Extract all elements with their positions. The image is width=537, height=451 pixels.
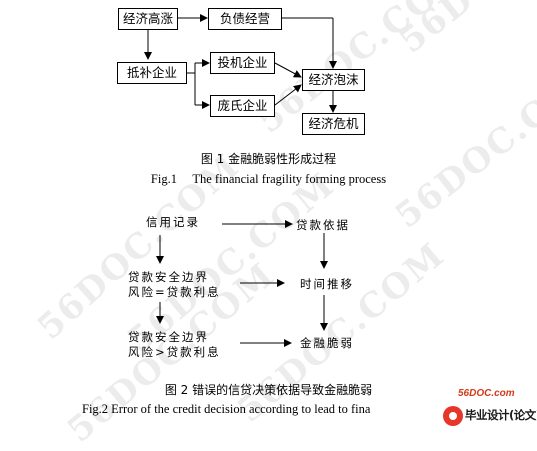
figure2-caption-en: Fig.2 Error of the credit decision accor… bbox=[82, 402, 371, 416]
site-name: 毕业设计(论文)网 bbox=[465, 408, 537, 422]
node-financial-fragility: 金融脆弱 bbox=[300, 336, 354, 350]
node-economic-bubble: 经济泡沫 bbox=[302, 69, 365, 91]
figure1-caption-cn: 图 1 金融脆弱性形成过程 bbox=[200, 152, 337, 166]
site-url[interactable]: 56DOC.com bbox=[458, 388, 515, 399]
node-collateral-firm: 抵补企业 bbox=[117, 62, 187, 84]
node-debt-management: 负债经营 bbox=[208, 8, 282, 30]
figure2-caption-cn: 图 2 错误的信贷决策依据导致金融脆弱 bbox=[164, 383, 373, 397]
node-safe-margin-eq-line1: 贷款安全边界 bbox=[128, 270, 209, 284]
node-economic-boom: 经济高涨 bbox=[118, 8, 178, 30]
site-badge[interactable]: 毕业设计(论文)网 bbox=[443, 405, 537, 427]
node-loan-basis: 贷款依据 bbox=[296, 218, 350, 232]
node-safe-margin-eq-line2: 风险=贷款利息 bbox=[128, 285, 221, 299]
connector-arrows bbox=[144, 14, 337, 347]
node-time-passing: 时间推移 bbox=[300, 277, 354, 291]
figure1-caption-en: Fig.1 The financial fragility forming pr… bbox=[150, 172, 387, 186]
node-safe-margin-gt-line2: 风险>贷款利息 bbox=[128, 345, 221, 359]
site-logo-icon bbox=[443, 406, 463, 426]
node-economic-crisis: 经济危机 bbox=[302, 113, 365, 135]
node-safe-margin-gt-line1: 贷款安全边界 bbox=[128, 330, 209, 344]
node-speculative-firm: 投机企业 bbox=[210, 52, 275, 74]
node-credit-record: 信用记录 bbox=[146, 215, 200, 229]
node-ponzi-firm: 庞氏企业 bbox=[210, 95, 275, 117]
